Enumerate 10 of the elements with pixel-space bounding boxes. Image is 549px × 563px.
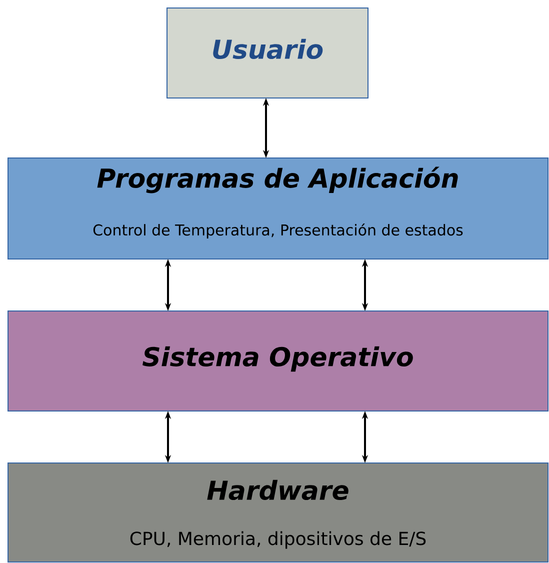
layer-box (8, 462, 548, 562)
heading: Usuario (213, 38, 323, 60)
layer-box (8, 158, 548, 260)
subtitle: CPU, Memoria, dipositivos de E/S (130, 531, 426, 549)
layer-box (8, 310, 548, 412)
heading: Programas de Aplicación (97, 166, 458, 194)
heading: Hardware (207, 480, 348, 500)
heading: Sistema Operativo (142, 346, 413, 372)
subtitle: Control de Temperatura, Presentación de estados (93, 223, 463, 239)
layer-box (166, 8, 368, 98)
